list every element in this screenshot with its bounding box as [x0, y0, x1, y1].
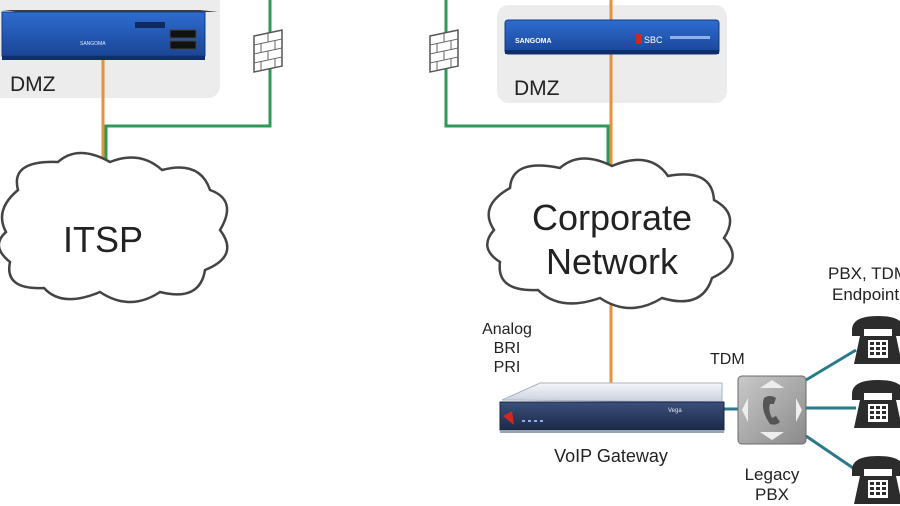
pbx-phone-link-top	[805, 348, 857, 382]
firewall-icon-right	[429, 29, 459, 73]
cloud-corporate-label-line1: Corporate	[532, 197, 692, 238]
phone-icon-bottom	[852, 456, 900, 504]
sbc-right-brand: SANGOMA	[515, 38, 552, 45]
sbc-left-brand: SANGOMA	[80, 41, 106, 47]
cloud-corporate-label-line2: Network	[546, 241, 679, 282]
gateway-interface-analog: Analog	[482, 321, 532, 338]
sbc-right-model: SBC	[644, 35, 663, 45]
endpoints-label-line2: Endpoints	[832, 285, 900, 304]
dmz-left-label: DMZ	[10, 73, 56, 96]
cloud-itsp	[0, 151, 229, 304]
gateway-brand: Vega	[668, 408, 682, 414]
sbc-device-right: SANGOMA SBC	[504, 19, 720, 55]
voip-gateway-device: Vega	[499, 382, 725, 433]
tdm-label: TDM	[710, 351, 745, 368]
dmz-right-label: DMZ	[514, 77, 560, 100]
legacy-pbx-label-line2: PBX	[755, 485, 789, 504]
gateway-interface-bri: BRI	[494, 340, 521, 357]
phone-icon-top	[852, 316, 900, 364]
legacy-pbx-icon	[737, 375, 807, 445]
endpoints-label-line1: PBX, TDM	[828, 264, 900, 283]
gateway-label: VoIP Gateway	[554, 446, 668, 466]
gateway-interface-pri: PRI	[494, 359, 521, 376]
phone-icon-middle	[852, 380, 900, 428]
sbc-device-left: SANGOMA	[1, 10, 218, 60]
cloud-itsp-label: ITSP	[63, 219, 143, 260]
pbx-phone-link-bottom	[805, 434, 857, 472]
firewall-icon-left	[253, 29, 283, 73]
cloud-corporate-network	[486, 157, 734, 310]
legacy-pbx-label-line1: Legacy	[745, 465, 800, 484]
